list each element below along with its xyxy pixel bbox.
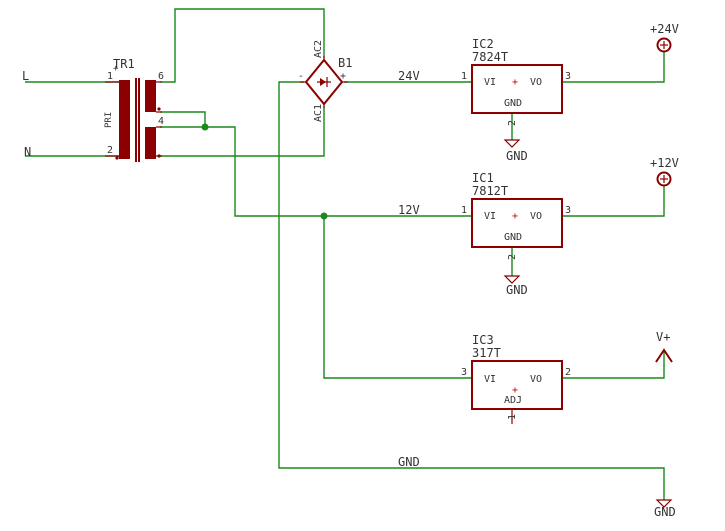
supply-24v-icon: [656, 37, 672, 53]
transformer-ref: TR1: [113, 57, 135, 71]
supply-12v: +12V: [650, 156, 679, 187]
ic1-pin-out: 3: [565, 205, 571, 216]
wires: [25, 8, 665, 500]
net-label-gnd: GND: [398, 455, 420, 469]
ic3-pin-out: 2: [565, 367, 571, 378]
junction-center-tap: [201, 123, 209, 131]
transformer-secondary-s2: [145, 80, 156, 112]
supply-12v-label: +12V: [650, 156, 679, 170]
transformer-pri-label: PRI: [104, 112, 114, 128]
transformer-pin1-plus: +: [113, 64, 119, 74]
wire-ic3-out: [562, 352, 665, 379]
ic1-pin-gnd: 2: [507, 254, 518, 260]
input-line-label: L: [22, 69, 29, 83]
gnd-main-label: GND: [654, 505, 676, 519]
ic2-value: 7824T: [472, 50, 508, 64]
transformer-pin6: 6: [158, 71, 164, 82]
wire-12v-to-ic3: [323, 216, 472, 379]
ic1-body: [471, 198, 563, 248]
bridge-ac2: AC2: [313, 40, 324, 58]
bridge-plus: +: [340, 71, 346, 82]
net-label-12v: 12V: [398, 203, 420, 217]
ic2-vi-label: VI: [484, 77, 496, 88]
transformer-pin1: 1: [107, 71, 113, 82]
ic2-plus: +: [512, 77, 518, 88]
supply-24v: +24V: [650, 22, 679, 53]
ic3-body: [471, 360, 563, 410]
bridge-ref: B1: [338, 56, 352, 70]
gnd-ic1-label: GND: [506, 283, 528, 297]
bridge-rectifier-b1: B1 + - AC2 AC1: [298, 40, 352, 122]
net-label-24v: 24V: [398, 69, 420, 83]
regulator-ic1: IC1 7812T VI VO + GND 1 3 2: [461, 171, 571, 260]
gnd-symbol-ic1: GND: [503, 275, 528, 297]
bridge-ac1: AC1: [313, 104, 324, 122]
ic3-vo-label: VO: [530, 374, 542, 385]
ic2-pin-out: 3: [565, 71, 571, 82]
ic1-gnd-label: GND: [504, 232, 522, 243]
junction-12v: [320, 212, 328, 220]
transformer-s2-label: S2: [160, 92, 170, 103]
ic3-value: 317T: [472, 346, 501, 360]
ic1-pin-in: 1: [461, 205, 467, 216]
transformer-s1-label: S1: [160, 137, 170, 148]
ic1-plus: +: [512, 211, 518, 222]
supply-24v-label: +24V: [650, 22, 679, 36]
ic3-adj-label: ADJ: [504, 395, 522, 406]
ic2-vo-label: VO: [530, 77, 542, 88]
ic3-plus: +: [512, 385, 518, 396]
transformer-secondary-s1: [145, 127, 156, 159]
input-neutral-label: N: [24, 145, 31, 159]
transformer-pin4: 4: [158, 116, 164, 127]
regulator-ic2: IC2 7824T VI VO + GND 1 3 2: [461, 37, 571, 126]
ic2-pin-in: 1: [461, 71, 467, 82]
ic3-pin-adj: 1: [507, 414, 518, 420]
wire-center-tap-lower: [160, 126, 324, 217]
ic1-ref: IC1: [472, 171, 494, 185]
regulator-ic3: IC3 317T VI VO + ADJ 3 2 1: [461, 333, 571, 424]
wire-ic1-out: [562, 186, 665, 217]
ic2-gnd-label: GND: [504, 98, 522, 109]
wire-tr-pin6-to-ac2: [160, 8, 325, 83]
ic3-ref: IC3: [472, 333, 494, 347]
transformer-tr1: TR1 1 + 2 6 4 PRI S2 S1: [104, 57, 170, 162]
gnd-ic2-label: GND: [506, 149, 528, 163]
ic2-pin-gnd: 2: [507, 120, 518, 126]
wire-s1-to-ac1: [160, 106, 325, 157]
ic2-body: [471, 64, 563, 114]
wire-center-tap-upper: [160, 111, 206, 127]
supply-12v-icon: [656, 171, 672, 187]
transformer-pin2: 2: [107, 145, 113, 156]
ic1-value: 7812T: [472, 184, 508, 198]
supply-vplus-arrow-icon: [655, 348, 673, 363]
supply-vplus: V+: [655, 330, 673, 363]
ic3-vi-label: VI: [484, 374, 496, 385]
gnd-symbol-ic2: GND: [503, 139, 528, 163]
ic1-vo-label: VO: [530, 211, 542, 222]
wire-bridge-minus-gnd: [278, 81, 665, 500]
ic2-ref: IC2: [472, 37, 494, 51]
supply-vplus-label: V+: [656, 330, 670, 344]
gnd-symbol-main: GND: [654, 499, 676, 519]
bridge-minus: -: [298, 71, 304, 82]
transformer-primary-winding: [119, 80, 130, 159]
ic3-pin-in: 3: [461, 367, 467, 378]
wire-ic2-out: [562, 52, 665, 83]
ic1-vi-label: VI: [484, 211, 496, 222]
